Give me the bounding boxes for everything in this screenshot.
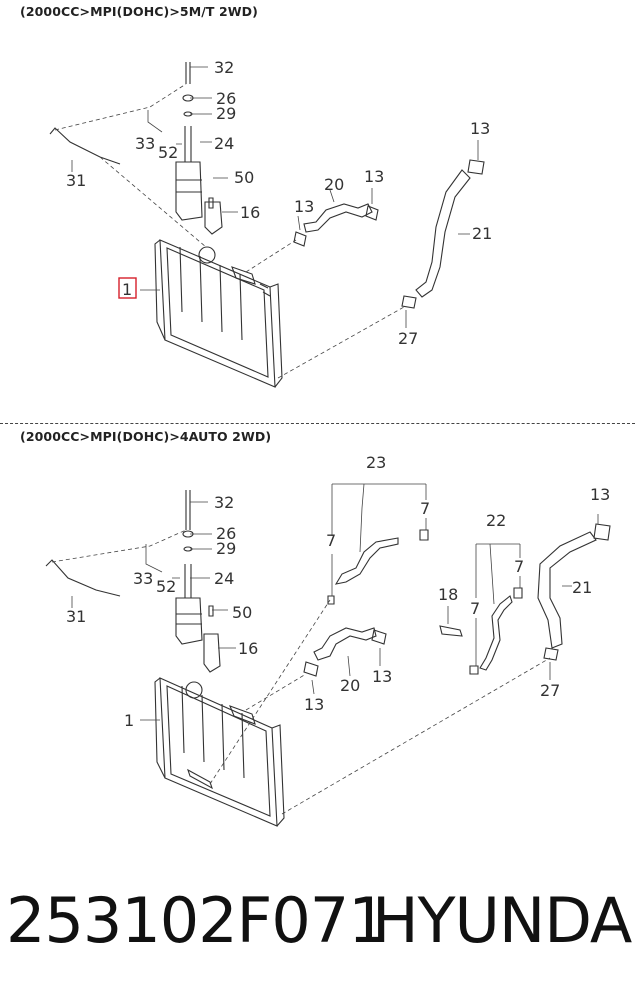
- callout-27: 27: [540, 681, 560, 700]
- radiator-part-1[interactable]: [154, 239, 283, 388]
- callout-32: 32: [214, 493, 234, 512]
- section-heading-auto: (2000CC>MPI(DOHC)>4AUTO 2WD): [20, 429, 272, 444]
- callout-7b: 7: [420, 499, 430, 518]
- callout-24: 24: [214, 134, 234, 153]
- highlight-box: [118, 277, 137, 299]
- section-divider: [0, 423, 635, 424]
- callout-1: 1: [124, 711, 134, 730]
- callout-13c: 13: [590, 485, 610, 504]
- callout-23: 23: [366, 453, 386, 472]
- lower-hose-part-21[interactable]: [537, 531, 597, 649]
- callout-18: 18: [438, 585, 458, 604]
- callout-13a: 13: [304, 695, 324, 714]
- callout-33: 33: [135, 134, 155, 153]
- callout-26: 26: [216, 524, 236, 543]
- callout-7c: 7: [514, 557, 524, 576]
- callout-13a: 13: [294, 197, 314, 216]
- callout-16: 16: [238, 639, 258, 658]
- overflow-hose-part-31[interactable]: [49, 127, 121, 165]
- oil-cooler-hose-part-23[interactable]: [334, 537, 399, 585]
- callout-50: 50: [234, 168, 254, 187]
- callout-7d: 7: [470, 599, 480, 618]
- callout-1: 1: [122, 280, 132, 299]
- clip-part-18[interactable]: [439, 625, 463, 637]
- oil-cooler-hose-part-22[interactable]: [479, 595, 513, 671]
- exploded-diagram-auto: 32 26 29 33 52 24 31 50 16 23 7 7 22 7 7…: [45, 453, 611, 827]
- callout-7a: 7: [326, 531, 336, 550]
- callout-52: 52: [156, 577, 176, 596]
- callout-32: 32: [214, 58, 234, 77]
- callout-24: 24: [214, 569, 234, 588]
- callout-26: 26: [216, 89, 236, 108]
- upper-hose-part-20[interactable]: [303, 203, 373, 233]
- callout-31: 31: [66, 607, 86, 626]
- brand-name: HYUNDAI: [372, 884, 635, 957]
- callout-20: 20: [324, 175, 344, 194]
- section-heading-manual: (2000CC>MPI(DOHC)>5M/T 2WD): [20, 4, 258, 19]
- callout-50: 50: [232, 603, 252, 622]
- callout-22: 22: [486, 511, 506, 530]
- callout-33: 33: [133, 569, 153, 588]
- callout-21: 21: [472, 224, 492, 243]
- callout-27: 27: [398, 329, 418, 348]
- lower-hose-part-21[interactable]: [415, 169, 471, 298]
- callout-13b: 13: [364, 167, 384, 186]
- callout-21: 21: [572, 578, 592, 597]
- radiator-part-1[interactable]: [154, 677, 285, 827]
- callout-16: 16: [240, 203, 260, 222]
- callout-52: 52: [158, 143, 178, 162]
- callout-20: 20: [340, 676, 360, 695]
- callout-13b: 13: [372, 667, 392, 686]
- callout-29: 29: [216, 539, 236, 558]
- callout-13c: 13: [470, 119, 490, 138]
- upper-hose-part-20[interactable]: [313, 627, 377, 661]
- exploded-diagram-manual: 32 26 29 33 52 24 31 50 16 20 13 13 13 2…: [49, 58, 492, 388]
- callout-29: 29: [216, 104, 236, 123]
- overflow-hose-part-31[interactable]: [45, 559, 121, 597]
- part-number: 253102F071: [6, 884, 388, 957]
- callout-31: 31: [66, 171, 86, 190]
